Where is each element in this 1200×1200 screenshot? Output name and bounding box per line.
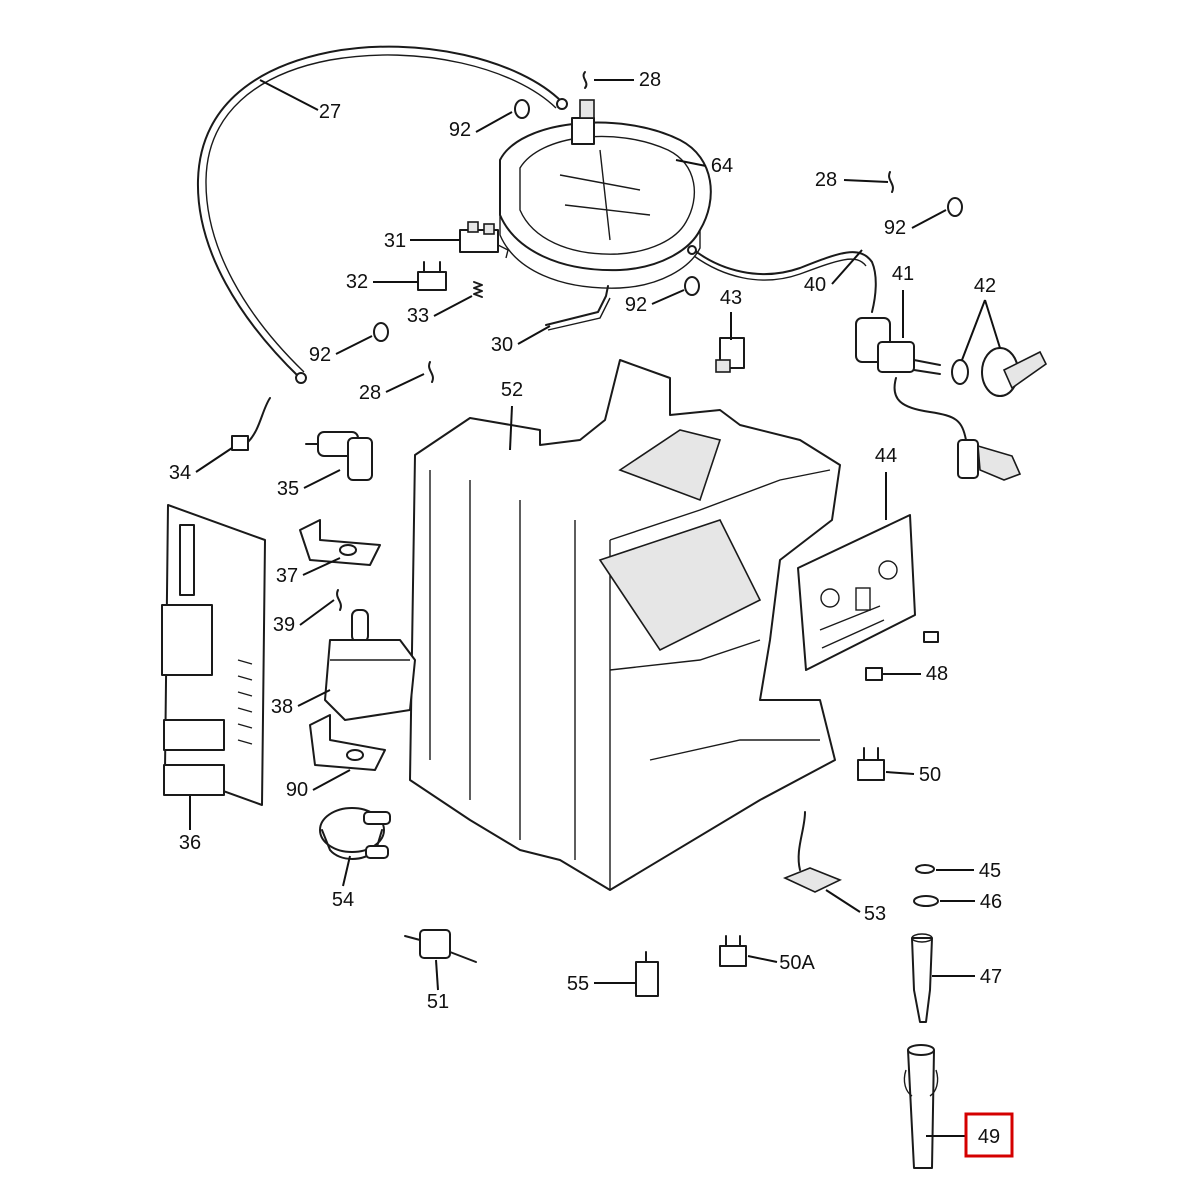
callout-92: 92 — [884, 217, 906, 239]
part-51-fuse — [404, 929, 477, 963]
part-92-oring-b — [947, 197, 963, 217]
callout-labels: 27 28 92 64 28 92 31 32 33 40 41 42 92 4… — [169, 69, 1002, 1013]
part-33-spring — [473, 281, 483, 298]
part-32-switch — [417, 261, 447, 291]
part-50A-switch — [719, 935, 747, 967]
part-30-rod — [545, 285, 609, 326]
callout-34: 34 — [169, 462, 191, 484]
part-49-tube — [903, 1044, 939, 1169]
part-54-flowmeter — [319, 807, 391, 860]
callout-92: 92 — [625, 294, 647, 316]
callout-90: 90 — [286, 779, 308, 801]
callout-46: 46 — [980, 891, 1002, 913]
callout-55: 55 — [567, 973, 589, 995]
callout-50A: 50A — [779, 952, 815, 974]
callout-51: 51 — [427, 991, 449, 1013]
part-42-knob — [951, 347, 1048, 397]
highlight-callout-49: 49 — [964, 1112, 1014, 1158]
callout-54: 54 — [332, 889, 354, 911]
part-27-tube — [196, 45, 563, 379]
callout-53: 53 — [864, 903, 886, 925]
highlight-box — [964, 1112, 1014, 1158]
callout-64: 64 — [711, 155, 733, 177]
callout-32: 32 — [346, 271, 368, 293]
callout-33: 33 — [407, 305, 429, 327]
callout-35: 35 — [277, 478, 299, 500]
part-90-bracket — [309, 714, 386, 771]
part-55-switch — [635, 951, 659, 997]
callout-52: 52 — [501, 379, 523, 401]
part-34-sensor — [231, 397, 271, 451]
part-43-connector — [715, 337, 745, 373]
part-52-chassis — [409, 359, 841, 891]
callout-38: 38 — [271, 696, 293, 718]
part-41-valve — [855, 317, 1022, 481]
part-53-reed — [782, 811, 842, 893]
part-28-clip-top — [582, 71, 588, 89]
part-46-washer — [913, 895, 939, 907]
part-40-tube — [693, 249, 877, 313]
callout-42: 42 — [974, 275, 996, 297]
part-38-pump — [324, 609, 416, 721]
callout-47: 47 — [980, 966, 1002, 988]
leader-lines — [189, 79, 1001, 1137]
part-92-oring-d — [373, 322, 389, 342]
part-36-board — [161, 504, 266, 806]
callout-44: 44 — [875, 445, 897, 467]
part-64-unit — [499, 99, 712, 289]
part-45-washer — [915, 864, 935, 874]
callout-30: 30 — [491, 334, 513, 356]
part-48-connector-b — [923, 631, 939, 643]
callout-27: 27 — [319, 101, 341, 123]
callout-28: 28 — [359, 382, 381, 404]
part-28-clip-left — [428, 361, 434, 383]
part-27-end-bottom — [295, 372, 307, 384]
part-27-end-top — [556, 98, 568, 110]
callout-41: 41 — [892, 263, 914, 285]
part-48-connector — [865, 667, 893, 681]
part-50-switch — [857, 747, 885, 781]
callout-36: 36 — [179, 832, 201, 854]
callout-37: 37 — [276, 565, 298, 587]
callout-50: 50 — [919, 764, 941, 786]
part-92-oring-a — [514, 99, 530, 119]
callout-39: 39 — [273, 614, 295, 636]
part-37-bracket — [299, 519, 381, 566]
callout-45: 45 — [979, 860, 1001, 882]
callout-92: 92 — [309, 344, 331, 366]
callout-31: 31 — [384, 230, 406, 252]
part-92-oring-c — [684, 276, 700, 296]
part-47-nozzle — [911, 933, 933, 1023]
callout-43: 43 — [720, 287, 742, 309]
callout-92: 92 — [449, 119, 471, 141]
callout-49: 49 — [978, 1126, 1000, 1148]
callout-28: 28 — [815, 169, 837, 191]
callout-40: 40 — [804, 274, 826, 296]
part-39-clip — [336, 589, 342, 611]
part-44-board — [797, 514, 916, 671]
callout-28: 28 — [639, 69, 661, 91]
part-28-clip-right — [888, 171, 894, 193]
part-31-connector — [459, 221, 509, 259]
part-27-tube-inner — [205, 54, 557, 373]
part-35-valve — [305, 431, 373, 481]
callout-48: 48 — [926, 663, 948, 685]
